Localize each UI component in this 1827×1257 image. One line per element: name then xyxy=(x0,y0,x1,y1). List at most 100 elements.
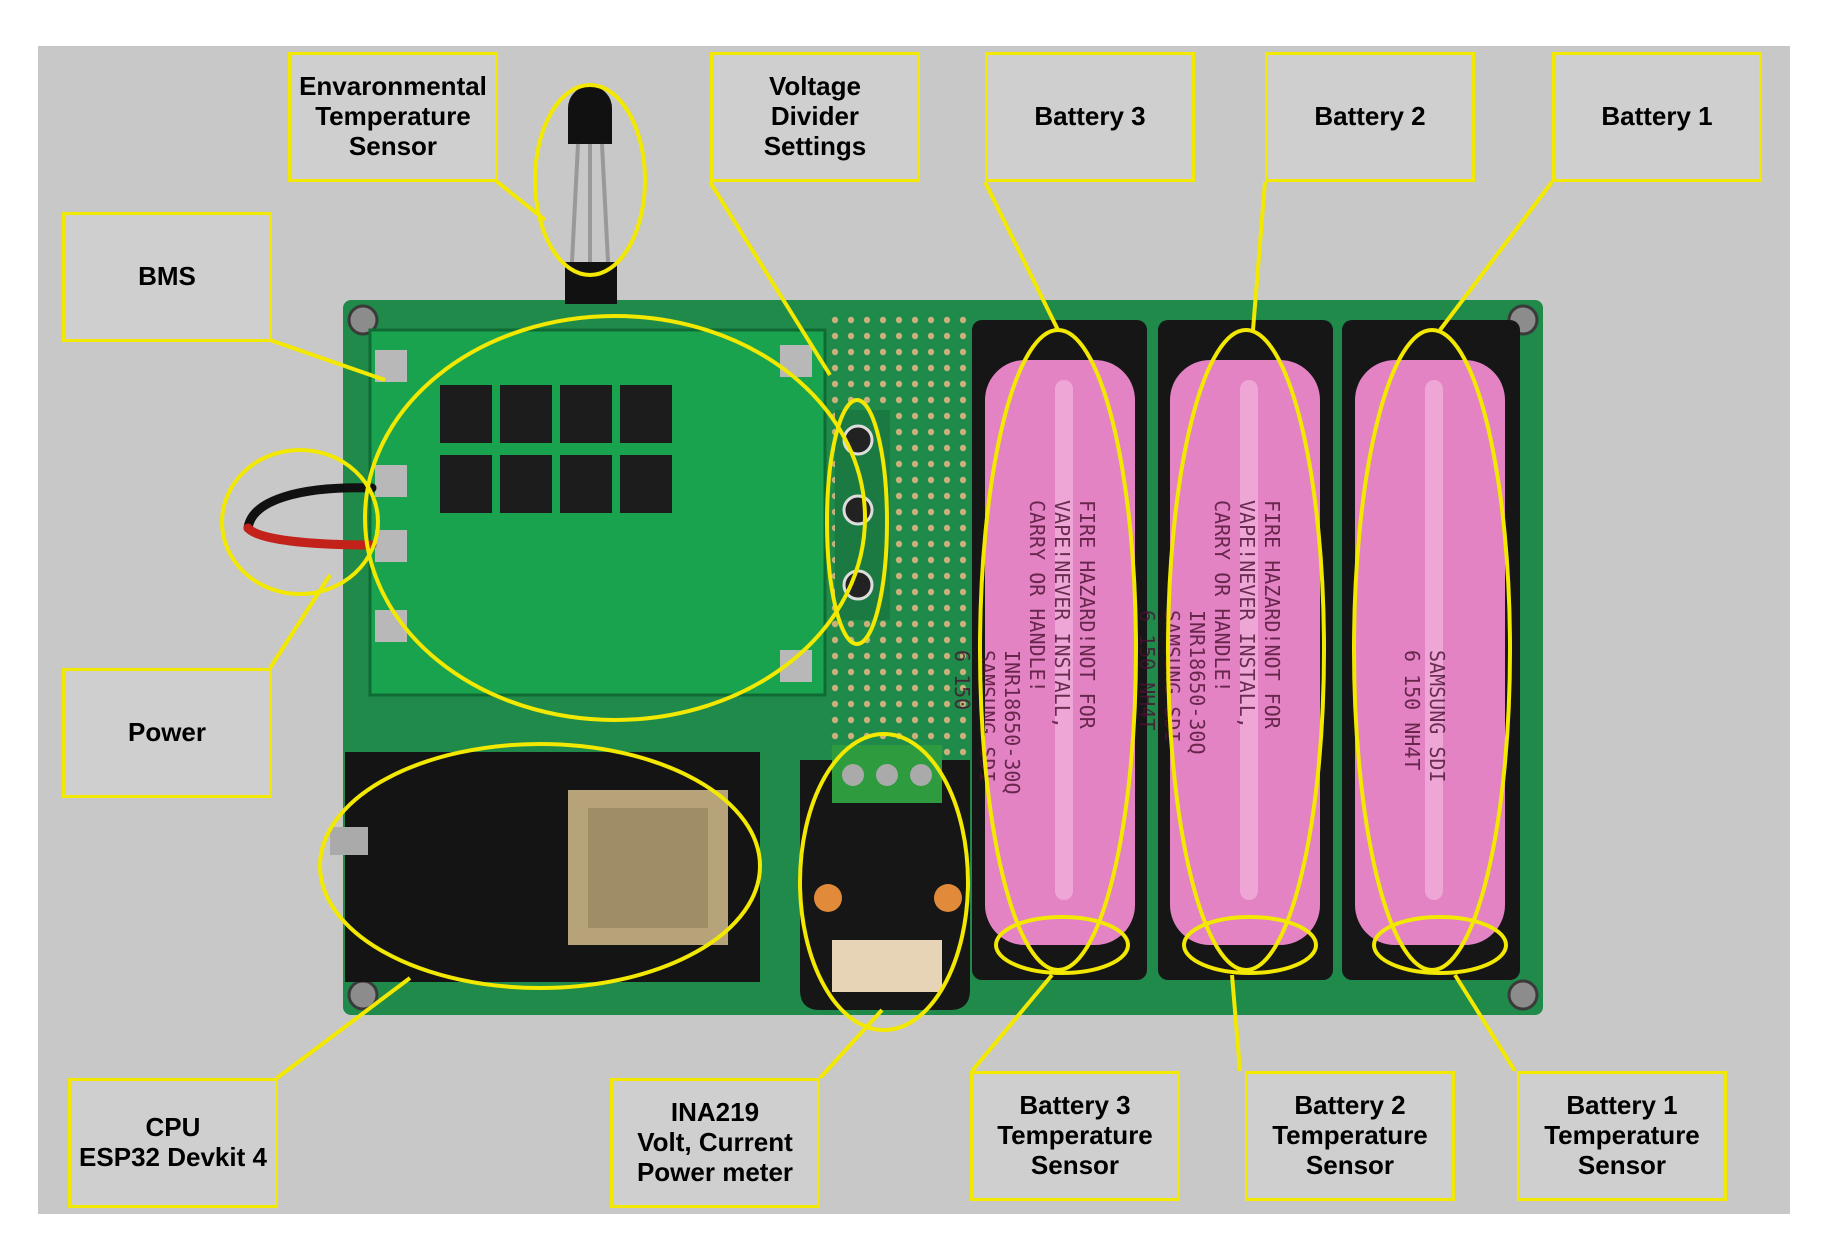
perfboard-hole xyxy=(895,348,903,356)
perfboard-hole xyxy=(927,620,935,628)
cell2-line-6: 6 150 NH4T xyxy=(1135,610,1159,730)
esp32-devkit xyxy=(330,752,760,982)
perfboard-hole xyxy=(927,364,935,372)
perfboard-hole xyxy=(959,556,967,564)
label-battery-1-temp-sensor: Battery 1 Temperature Sensor xyxy=(1517,1071,1727,1201)
perfboard-hole xyxy=(831,620,839,628)
label-battery-2: Battery 2 xyxy=(1265,52,1475,182)
perfboard-hole xyxy=(911,412,919,420)
perfboard-hole xyxy=(895,428,903,436)
perfboard-hole xyxy=(831,332,839,340)
label-battery-1: Battery 1 xyxy=(1552,52,1762,182)
perfboard-hole xyxy=(927,684,935,692)
perfboard-hole xyxy=(879,700,887,708)
perfboard-hole xyxy=(959,636,967,644)
perfboard-hole xyxy=(895,604,903,612)
perfboard-hole xyxy=(927,636,935,644)
mosfet-chip xyxy=(500,385,552,443)
perfboard-hole xyxy=(943,700,951,708)
perfboard-hole xyxy=(959,332,967,340)
perfboard-hole xyxy=(831,652,839,660)
ellipse-bms xyxy=(363,314,867,722)
perfboard-hole xyxy=(895,540,903,548)
perfboard-hole xyxy=(927,716,935,724)
cell2-line-4: INR18650-30Q xyxy=(1185,610,1209,755)
perfboard-hole xyxy=(943,444,951,452)
perfboard-hole xyxy=(831,380,839,388)
perfboard-hole xyxy=(959,540,967,548)
perfboard-hole xyxy=(895,492,903,500)
perfboard-hole xyxy=(943,620,951,628)
perfboard-hole xyxy=(847,348,855,356)
perfboard-hole xyxy=(911,732,919,740)
ellipse-cpu xyxy=(318,742,762,990)
perfboard-hole xyxy=(959,348,967,356)
bms-board xyxy=(368,328,827,697)
perfboard-hole xyxy=(943,604,951,612)
perfboard-hole xyxy=(911,716,919,724)
label-bms: BMS xyxy=(62,212,272,342)
perfboard-hole xyxy=(959,524,967,532)
perfboard-hole xyxy=(879,316,887,324)
perfboard-hole xyxy=(959,716,967,724)
perfboard-hole xyxy=(895,636,903,644)
perfboard-hole xyxy=(879,396,887,404)
perfboard-hole xyxy=(927,396,935,404)
perfboard-hole xyxy=(911,572,919,580)
perfboard-hole xyxy=(831,668,839,676)
perfboard-hole xyxy=(831,732,839,740)
label-cpu-esp32: CPU ESP32 Devkit 4 xyxy=(68,1078,278,1208)
perfboard-hole xyxy=(927,588,935,596)
battery-cell-highlights xyxy=(1055,380,1443,900)
perfboard-hole xyxy=(847,652,855,660)
perfboard-hole xyxy=(927,460,935,468)
perfboard-hole xyxy=(879,380,887,388)
perfboard-hole xyxy=(943,492,951,500)
perfboard-hole xyxy=(847,364,855,372)
perfboard-hole xyxy=(895,668,903,676)
perfboard-hole xyxy=(847,732,855,740)
cell1-line-1: SAMSUNG SDI xyxy=(1425,650,1449,782)
perfboard-hole xyxy=(943,588,951,596)
perfboard-hole xyxy=(959,364,967,372)
perfboard-hole xyxy=(943,748,951,756)
perfboard-hole xyxy=(959,732,967,740)
perfboard-hole xyxy=(943,716,951,724)
perfboard-hole xyxy=(895,444,903,452)
mosfet-chip xyxy=(560,455,612,513)
perfboard-hole xyxy=(943,668,951,676)
perfboard-hole xyxy=(943,380,951,388)
perfboard-hole xyxy=(895,684,903,692)
perfboard-hole xyxy=(959,412,967,420)
perfboard-hole xyxy=(943,508,951,516)
perfboard-hole xyxy=(879,652,887,660)
perfboard-hole xyxy=(943,636,951,644)
perfboard-hole xyxy=(879,332,887,340)
ellipse-bat2-temp xyxy=(1182,915,1318,975)
power-wires xyxy=(243,483,377,550)
cell2-line-5: SAMSUNG SDI xyxy=(1160,610,1184,742)
perfboard-hole xyxy=(927,668,935,676)
perfboard-hole xyxy=(927,412,935,420)
ellipse-battery2 xyxy=(1166,328,1326,972)
perfboard-hole xyxy=(863,700,871,708)
label-battery-3-temp-sensor: Battery 3 Temperature Sensor xyxy=(970,1071,1180,1201)
perfboard-hole xyxy=(959,572,967,580)
perfboard-hole xyxy=(863,396,871,404)
cell1-line-2: 6 150 NH4T xyxy=(1400,650,1424,770)
cell3-line-4: INR18650-30Q xyxy=(1000,650,1024,795)
perfboard-hole xyxy=(847,716,855,724)
perfboard-hole xyxy=(863,716,871,724)
ellipse-battery3 xyxy=(978,328,1138,972)
cell3-line-6: 6 150 xyxy=(950,650,974,710)
cell2-line-2: VAPE!NEVER INSTALL, xyxy=(1235,500,1259,729)
mosfet-chip xyxy=(440,385,492,443)
perfboard-hole xyxy=(863,364,871,372)
perfboard-hole xyxy=(959,444,967,452)
perfboard-hole xyxy=(927,476,935,484)
perfboard-hole xyxy=(895,364,903,372)
perfboard-hole xyxy=(895,588,903,596)
perfboard-hole xyxy=(959,508,967,516)
perfboard-hole xyxy=(911,508,919,516)
perfboard-hole xyxy=(927,732,935,740)
